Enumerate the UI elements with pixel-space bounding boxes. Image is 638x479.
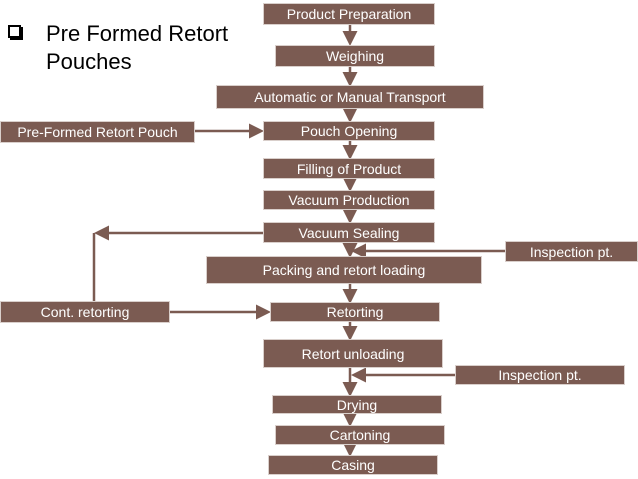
- inspection-point-2: Inspection pt.: [455, 365, 625, 385]
- slide-title: Pre Formed Retort Pouches: [6, 20, 261, 76]
- step-casing: Casing: [268, 455, 438, 475]
- step-automatic-or-manual-transport: Automatic or Manual Transport: [216, 85, 484, 109]
- step-retort-unloading: Retort unloading: [263, 339, 443, 368]
- step-product-preparation: Product Preparation: [263, 3, 435, 25]
- checkbox-bullet-icon: [8, 25, 21, 38]
- inspection-point-1: Inspection pt.: [505, 241, 638, 262]
- step-vacuum-production: Vacuum Production: [263, 190, 435, 210]
- step-packing-and-retort-loading: Packing and retort loading: [206, 256, 482, 284]
- step-drying: Drying: [272, 395, 442, 414]
- input-pre-formed-retort-pouch: Pre-Formed Retort Pouch: [0, 121, 195, 143]
- step-pouch-opening: Pouch Opening: [263, 121, 435, 141]
- step-retorting: Retorting: [270, 302, 440, 322]
- input-cont-retorting: Cont. retorting: [0, 301, 170, 323]
- slide-title-text: Pre Formed Retort Pouches: [46, 21, 229, 74]
- step-cartoning: Cartoning: [275, 425, 445, 445]
- step-filling-of-product: Filling of Product: [263, 158, 435, 179]
- step-vacuum-sealing: Vacuum Sealing: [263, 222, 435, 243]
- step-weighing: Weighing: [275, 45, 435, 67]
